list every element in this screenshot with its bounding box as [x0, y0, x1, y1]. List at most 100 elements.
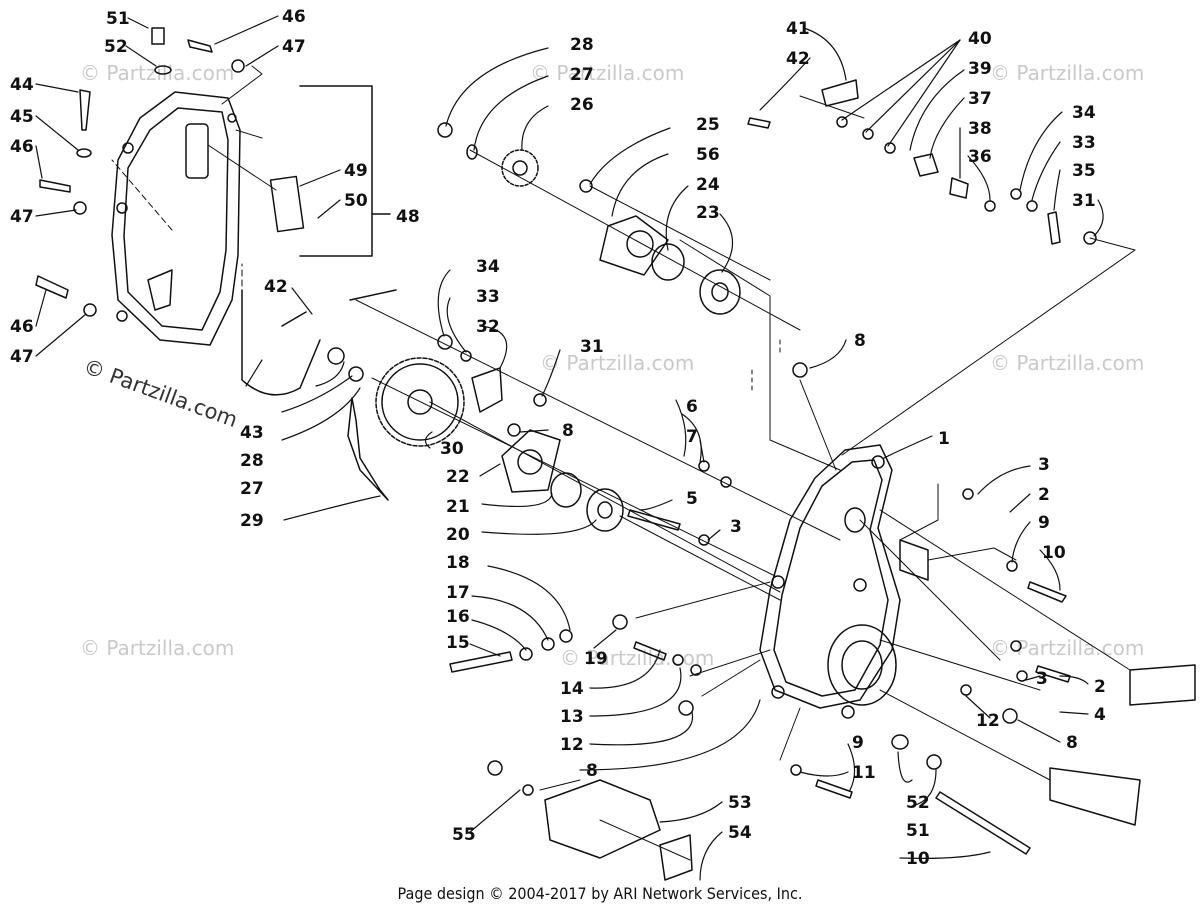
callout-number: 30: [440, 439, 464, 459]
watermark: © Partzilla.com: [990, 636, 1144, 660]
callout-number: 15: [446, 633, 470, 653]
callout-number: 46: [10, 317, 34, 337]
callout-number: 34: [476, 257, 500, 277]
callout-number: 38: [968, 119, 992, 139]
tensioner-bracket: [471, 367, 503, 413]
watermark: © Partzilla.com: [990, 61, 1144, 85]
callout-number: 9: [1038, 513, 1050, 533]
callout-bracket: [299, 85, 373, 257]
bearing-lower: [586, 488, 624, 532]
bearing-flange-lower: [501, 429, 561, 493]
callout-number: 21: [446, 497, 470, 517]
cover-fasteners: [35, 27, 245, 317]
callout-number: 13: [560, 707, 584, 727]
watermark-dark: © Partzilla.com: [80, 354, 240, 432]
callout-number: 46: [282, 7, 306, 27]
callout-number: 42: [264, 277, 288, 297]
callout-number: 32: [476, 317, 500, 337]
watermark: © Partzilla.com: [990, 351, 1144, 375]
watermark: © Partzilla.com: [80, 636, 234, 660]
callout-number: 47: [10, 347, 34, 367]
callout-number: 33: [1072, 133, 1096, 153]
callout-number: 29: [240, 511, 264, 531]
cable: [241, 289, 321, 396]
callout-number: 47: [10, 207, 34, 227]
callout-number: 36: [968, 147, 992, 167]
callout-number: 2: [1094, 677, 1106, 697]
sprocket-large: [375, 357, 465, 447]
callout-number: 53: [728, 793, 752, 813]
callout-number: 31: [580, 337, 604, 357]
callout-number: 1: [938, 429, 950, 449]
callout-number: 5: [686, 489, 698, 509]
callout-number: 9: [852, 733, 864, 753]
chaincase-housing: [759, 444, 901, 719]
watermark: © Partzilla.com: [540, 351, 694, 375]
callout-number: 43: [240, 423, 264, 443]
bolt: [449, 651, 513, 673]
bearing-flange-upper: [599, 215, 669, 276]
callout-number: 47: [282, 37, 306, 57]
callout-number: 48: [396, 207, 420, 227]
callout-number: 24: [696, 175, 720, 195]
callout-number: 51: [906, 821, 930, 841]
callout-number: 12: [976, 711, 1000, 731]
callout-number: 46: [10, 137, 34, 157]
callout-number: 12: [560, 735, 584, 755]
callout-number: 14: [560, 679, 584, 699]
callout-number: 26: [570, 95, 594, 115]
callout-number: 8: [1066, 733, 1078, 753]
callout-number: 6: [686, 397, 698, 417]
shaft-lower: [1049, 767, 1141, 826]
callout-number: 7: [686, 427, 698, 447]
callout-number: 11: [852, 763, 876, 783]
callout-number: 52: [104, 37, 128, 57]
callout-number: 8: [586, 761, 598, 781]
drive-chain: [347, 397, 389, 501]
callout-number: 27: [570, 65, 594, 85]
callout-number: 51: [106, 9, 130, 29]
callout-number: 28: [240, 451, 264, 471]
callout-number: 41: [786, 19, 810, 39]
callout-number: 27: [240, 479, 264, 499]
callout-number: 37: [968, 89, 992, 109]
callout-number: 49: [344, 161, 368, 181]
footer-copyright: Page design © 2004-2017 by ARI Network S…: [397, 884, 803, 903]
callout-number: 19: [584, 649, 608, 669]
callout-number: 25: [696, 115, 720, 135]
washers: [327, 79, 1097, 796]
callout-number: 40: [968, 29, 992, 49]
sprocket-small: [501, 149, 539, 187]
callout-number: 10: [906, 849, 930, 869]
callout-number: 56: [696, 145, 720, 165]
callout-number: 18: [446, 553, 470, 573]
callout-number: 4: [1094, 705, 1106, 725]
bracket-lower: [544, 779, 661, 859]
callout-number: 17: [446, 583, 470, 603]
watermark: © Partzilla.com: [530, 61, 684, 85]
callout-number: 20: [446, 525, 470, 545]
callout-number: 23: [696, 203, 720, 223]
shaft-upper: [1129, 664, 1196, 706]
callout-number: 22: [446, 467, 470, 487]
callout-number: 3: [1036, 669, 1048, 689]
callout-number: 31: [1072, 191, 1096, 211]
callout-number: 52: [906, 793, 930, 813]
callout-number: 44: [10, 75, 34, 95]
callout-number: 34: [1072, 103, 1096, 123]
callout-number: 16: [446, 607, 470, 627]
chaincase-cover: [111, 91, 305, 346]
callout-number: 8: [562, 421, 574, 441]
callout-number: 2: [1038, 485, 1050, 505]
callout-labels: 51 46 52 47 44 45 46 47 46 47 49 50 48 4…: [10, 7, 1106, 869]
callout-number: 45: [10, 107, 34, 127]
callout-number: 3: [730, 517, 742, 537]
callout-number: 54: [728, 823, 752, 843]
callout-number: 55: [452, 825, 476, 845]
leader-lines: [35, 15, 1104, 881]
callout-number: 8: [854, 331, 866, 351]
callout-number: 35: [1072, 161, 1096, 181]
callout-number: 50: [344, 191, 368, 211]
callout-number: 42: [786, 49, 810, 69]
